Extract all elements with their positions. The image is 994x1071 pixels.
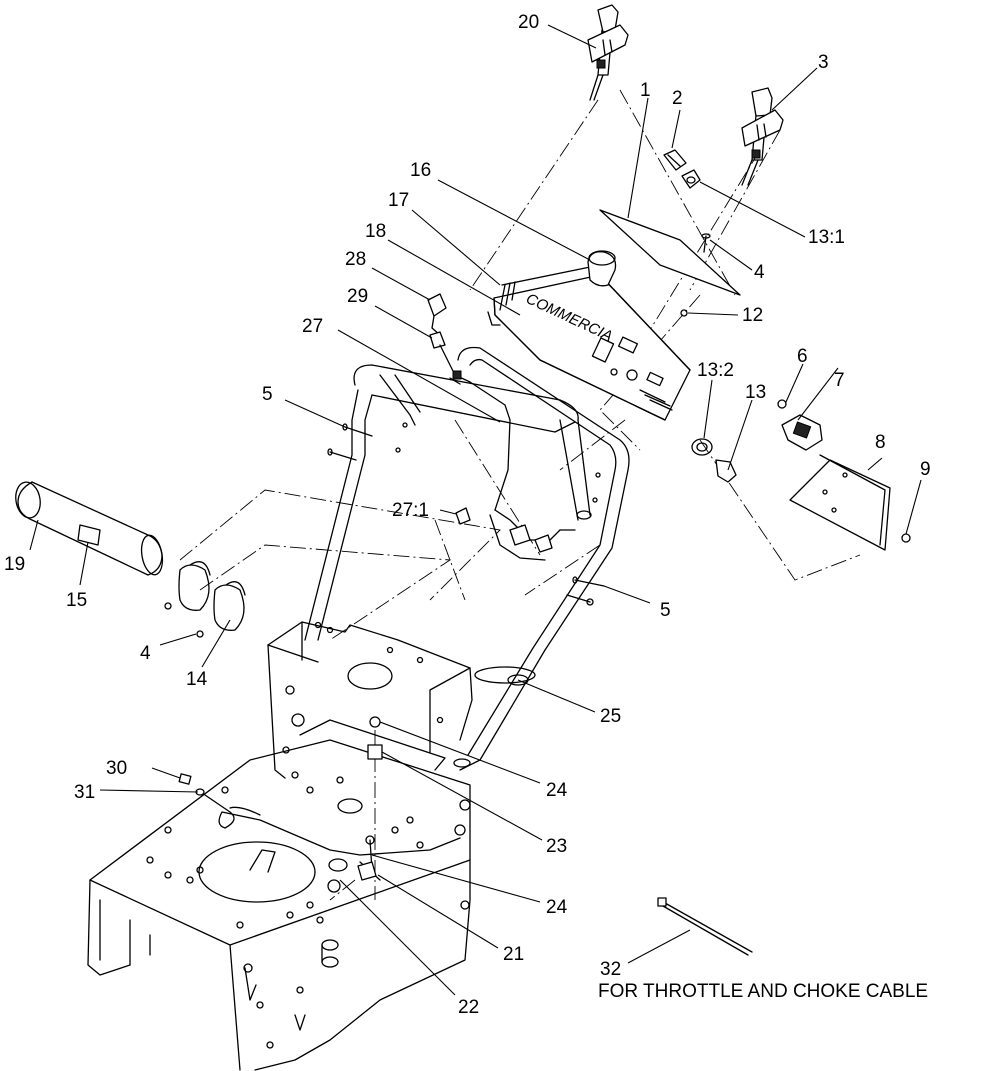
- callout-5-left: 5: [262, 384, 273, 405]
- leader-lines: [29, 24, 922, 996]
- callout-17: 17: [388, 190, 409, 211]
- callout-19: 19: [4, 554, 25, 575]
- callout-14: 14: [186, 669, 208, 690]
- callout-29: 29: [347, 286, 368, 307]
- callout-13: 13: [745, 382, 766, 403]
- callout-4-top: 4: [754, 262, 765, 283]
- switch-28: [427, 293, 511, 511]
- callout-9: 9: [920, 459, 931, 480]
- callout-27: 27: [302, 316, 323, 337]
- callout-8: 8: [875, 432, 886, 453]
- callout-4-left: 4: [140, 643, 151, 664]
- callout-24-a: 24: [546, 780, 568, 801]
- bolts-5: [327, 423, 605, 606]
- callout-1: 1: [640, 80, 651, 101]
- callout-23: 23: [546, 836, 567, 857]
- clamps-14: [164, 561, 246, 638]
- callout-2: 2: [672, 88, 683, 109]
- callout-18: 18: [365, 221, 386, 242]
- callout-15: 15: [66, 590, 87, 611]
- callout-27-1: 27:1: [392, 500, 429, 521]
- cable-guide-25: [474, 666, 536, 686]
- callout-22: 22: [458, 997, 479, 1018]
- callout-25: 25: [600, 706, 621, 727]
- callout-5-right: 5: [660, 600, 671, 621]
- callout-32: 32: [600, 959, 621, 980]
- callout-20: 20: [518, 12, 539, 33]
- handle-tube: [304, 346, 630, 771]
- ignition-parts: [663, 149, 701, 189]
- callout-7: 7: [834, 370, 845, 391]
- headlight-wire: [178, 773, 461, 893]
- fuel-parts-13: [691, 438, 737, 483]
- wire-harness-27: [455, 507, 576, 561]
- callout-21: 21: [503, 944, 524, 965]
- control-panel: COMMERCIA: [487, 209, 741, 421]
- callout-24-b: 24: [546, 897, 568, 918]
- chassis-frame: [87, 621, 473, 1071]
- callout-6: 6: [797, 346, 808, 367]
- callout-13-1: 13:1: [808, 227, 845, 248]
- spacer-23-nut-24: [365, 716, 383, 871]
- callout-31: 31: [74, 782, 95, 803]
- headlight-assembly: [777, 399, 911, 551]
- grip-19: [15, 481, 164, 576]
- shift-lever-3: [741, 87, 784, 186]
- callout-16: 16: [410, 160, 431, 181]
- callout-13-2: 13:2: [697, 360, 734, 381]
- callout-12: 12: [742, 305, 763, 326]
- phantom-lines: [179, 89, 861, 901]
- callout-labels: 20 3 1 2 13:1 16 17 4 18 28 12 29 27 13:…: [4, 12, 931, 1018]
- cable-tie-note: FOR THROTTLE AND CHOKE CABLE: [598, 981, 928, 1002]
- callout-3: 3: [818, 52, 829, 73]
- cable-tie-32: [657, 897, 753, 956]
- shift-lever-20: [587, 4, 629, 101]
- callout-30: 30: [106, 758, 127, 779]
- callout-28: 28: [345, 249, 366, 270]
